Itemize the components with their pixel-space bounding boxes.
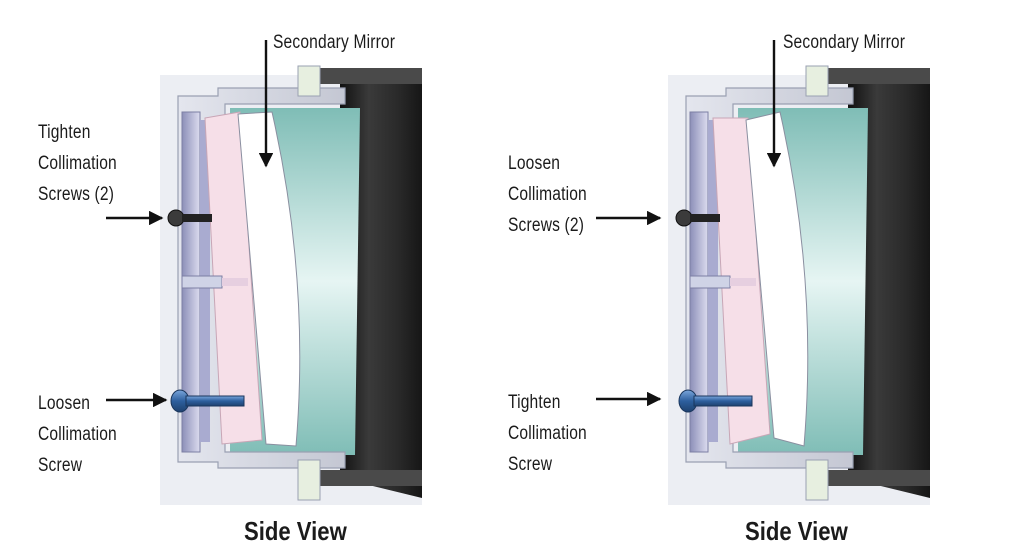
upper-screw-shaft	[182, 214, 212, 222]
side-view-caption: Side View	[244, 516, 347, 546]
center-bolt	[181, 275, 223, 289]
bottom-collar	[297, 459, 321, 501]
secondary-mirror	[745, 111, 809, 447]
lower-label-line: Screw	[38, 455, 83, 476]
lower-label-line: Tighten	[508, 392, 561, 413]
lower-screw-shaft	[693, 395, 753, 407]
secondary-mirror-label: Secondary Mirror	[783, 32, 906, 53]
lower-label-line: Collimation	[508, 423, 587, 444]
telescope-tube	[340, 70, 422, 498]
upper-label-line: Collimation	[38, 153, 117, 174]
bottom-collar	[805, 459, 829, 501]
upper-collimation-label: Tighten Collimation Screws (2)	[38, 117, 117, 210]
side-view-caption: Side View	[745, 516, 848, 546]
upper-collimation-label: Loosen Collimation Screws (2)	[508, 148, 587, 241]
tube-bottom-rim	[808, 470, 930, 486]
tube-bottom-rim	[300, 470, 422, 486]
upper-screw-shaft	[690, 214, 720, 222]
secondary-mirror	[237, 111, 301, 447]
upper-label-line: Loosen	[508, 153, 561, 174]
lower-label-line: Loosen	[38, 393, 91, 414]
lower-collimation-label: Tighten Collimation Screw	[508, 387, 587, 480]
upper-label-line: Screws (2)	[508, 215, 585, 236]
top-collar	[297, 65, 321, 97]
lower-label-line: Screw	[508, 454, 553, 475]
center-bolt-tip	[222, 278, 248, 286]
lower-label-line: Collimation	[38, 424, 117, 445]
upper-label-line: Screws (2)	[38, 184, 115, 205]
tube-top-rim	[808, 68, 930, 84]
lower-collimation-label: Loosen Collimation Screw	[38, 388, 117, 481]
upper-screw-head	[675, 209, 693, 227]
upper-label-line: Tighten	[38, 122, 91, 143]
secondary-mirror-label: Secondary Mirror	[273, 32, 396, 53]
side-view-left	[106, 40, 422, 505]
upper-screw-head	[167, 209, 185, 227]
lower-screw-shaft	[185, 395, 245, 407]
side-view-right	[596, 40, 930, 505]
top-collar	[805, 65, 829, 97]
tube-top-rim	[300, 68, 422, 84]
center-bolt-tip	[730, 278, 756, 286]
upper-label-line: Collimation	[508, 184, 587, 205]
center-bolt	[689, 275, 731, 289]
telescope-tube	[848, 70, 930, 498]
